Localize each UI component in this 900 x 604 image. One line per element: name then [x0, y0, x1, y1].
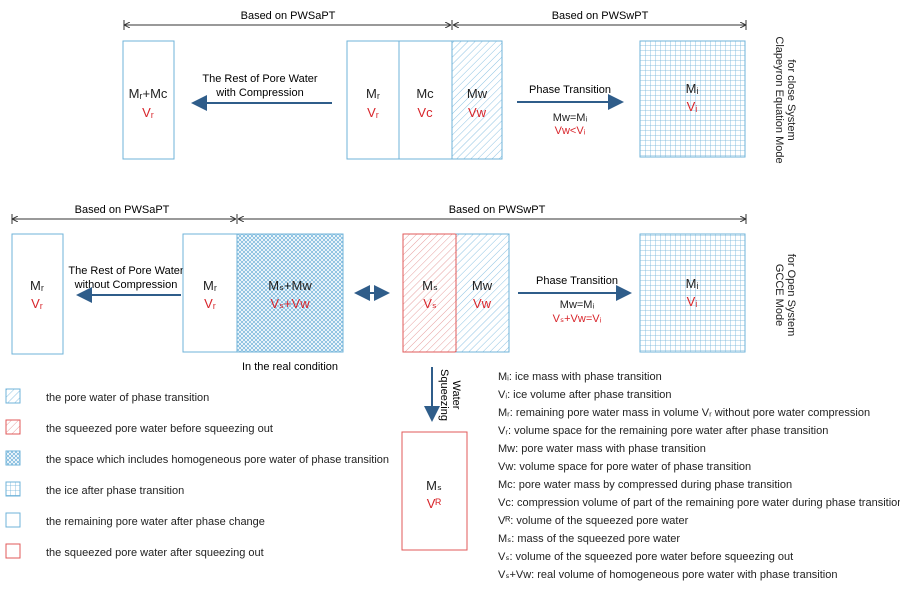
top-rest-label-1: The Rest of Pore Water: [202, 73, 317, 85]
top-range-right-label: Based on PWSwPT: [552, 10, 649, 22]
top-box-w-vol: Vᴡ: [468, 105, 487, 120]
legend: the pore water of phase transition the s…: [5, 388, 389, 559]
bottom-range-left-label: Based on PWSaPT: [75, 204, 170, 216]
bottom-box1-mass: Mᵣ: [30, 278, 44, 293]
squeeze-label-2: Squeezing: [438, 369, 450, 421]
legend-swatch-blue-outline: [5, 512, 21, 528]
bottom-phase-transition-arrow: Phase Transition Mᴡ=Mᵢ Vₛ+Vᴡ=Vᵢ: [518, 275, 632, 325]
bottom-ice-vol: Vᵢ: [687, 294, 698, 309]
top-rest-label-2: with Compression: [215, 87, 303, 99]
bottom-box-r-mass: Mᵣ: [203, 278, 217, 293]
top-box1-mass: Mᵣ+Mᴄ: [129, 86, 168, 101]
definition-0: Mᵢ: ice mass with phase transition: [498, 371, 662, 383]
definition-2: Mᵣ: remaining pore water mass in volume …: [498, 407, 870, 419]
legend-swatch-grid: [5, 481, 21, 497]
top-side-line2: for close System: [785, 59, 797, 140]
top-range-indicators: Based on PWSaPT Based on PWSwPT: [123, 10, 747, 30]
bottom-rest-label-2: without Compression: [74, 279, 178, 291]
bottom-box-sw-vol: Vₛ+Vᴡ: [270, 296, 310, 311]
bottom-side-line2: for Open System: [785, 254, 797, 337]
bottom-box-r-vol: Vᵣ: [204, 296, 216, 311]
top-box-w-mass: Mᴡ: [467, 86, 488, 101]
definition-5: Vᴡ: volume space for pore water of phase…: [498, 461, 751, 473]
legend-text-1: the squeezed pore water before squeezing…: [46, 423, 273, 435]
bottom-box-w-mass: Mᴡ: [472, 278, 493, 293]
bottom-range-indicators: Based on PWSaPT Based on PWSwPT: [11, 204, 747, 224]
bottom-box-s-vol: Vₛ: [423, 296, 437, 311]
bottom-box-s-mass: Mₛ: [422, 278, 438, 293]
definition-7: Vᴄ: compression volume of part of the re…: [498, 497, 900, 509]
squeeze-label-1: Water: [450, 381, 462, 410]
definition-9: Mₛ: mass of the squeezed pore water: [498, 533, 680, 545]
legend-swatch-red-outline: [5, 543, 21, 559]
water-squeezing-arrow: Water Squeezing: [424, 367, 462, 422]
bottom-eq1: Mᴡ=Mᵢ: [560, 299, 595, 311]
top-arrow-rest-compression: The Rest of Pore Water with Compression: [191, 73, 332, 111]
bottom-real-condition-label: In the real condition: [242, 361, 338, 373]
legend-text-5: the squeezed pore water after squeezing …: [46, 547, 264, 559]
bottom-box1-vol: Vᵣ: [31, 296, 43, 311]
top-ice-box: Mᵢ Vᵢ: [639, 40, 746, 158]
definition-3: Vᵣ: volume space for the remaining pore …: [498, 425, 828, 437]
top-phase-transition-arrow: Phase Transition Mᴡ=Mᵢ Vᴡ<Vᵢ: [517, 84, 624, 137]
bottom-phase-label: Phase Transition: [536, 275, 618, 287]
top-pore-water-column: Mᵣ Vᵣ Mᴄ Vᴄ Mᴡ Vᴡ: [346, 40, 503, 160]
bottom-eq2: Vₛ+Vᴡ=Vᵢ: [553, 313, 602, 325]
top-box-r-vol: Vᵣ: [367, 105, 379, 120]
bottom-box-w-vol: Vᴡ: [473, 296, 492, 311]
top-side-title: Clapeyron Equation Mode for close System: [773, 36, 797, 163]
top-eq2: Vᴡ<Vᵢ: [555, 125, 586, 137]
squeezed-water-box: Mₛ Vᴿ: [401, 431, 468, 551]
bottom-ice-box: Mᵢ Vᵢ: [639, 233, 746, 353]
definition-11: Vₛ+Vᴡ: real volume of homogeneous pore w…: [498, 569, 838, 581]
squeezed-mass: Mₛ: [426, 478, 442, 493]
definition-8: Vᴿ: volume of the squeezed pore water: [498, 515, 689, 527]
top-range-left-label: Based on PWSaPT: [241, 10, 336, 22]
bottom-rest-label-1: The Rest of Pore Water: [68, 265, 183, 277]
top-box-c-mass: Mᴄ: [416, 86, 434, 101]
bottom-real-condition-column: Mᵣ Vᵣ Mₛ+Mᴡ Vₛ+Vᴡ In the real condition: [182, 233, 344, 373]
legend-text-0: the pore water of phase transition: [46, 392, 209, 404]
squeezed-vol: Vᴿ: [427, 496, 442, 511]
top-box-c-vol: Vᴄ: [417, 105, 433, 120]
top-box-r-mass: Mᵣ: [366, 86, 380, 101]
definition-10: Vₛ: volume of the squeezed pore water be…: [498, 551, 793, 563]
definition-6: Mᴄ: pore water mass by compressed during…: [498, 479, 792, 491]
definition-1: Vᵢ: ice volume after phase transition: [498, 389, 672, 401]
definition-4: Mᴡ: pore water mass with phase transitio…: [498, 443, 706, 455]
top-phase-label: Phase Transition: [529, 84, 611, 96]
top-box-rest-compressed: Mᵣ+Mᴄ Vᵣ: [122, 40, 175, 160]
top-ice-mass: Mᵢ: [686, 81, 699, 96]
bottom-box-sw-mass: Mₛ+Mᴡ: [268, 278, 312, 293]
top-side-line1: Clapeyron Equation Mode: [773, 36, 785, 163]
legend-text-2: the space which includes homogeneous por…: [46, 454, 389, 466]
legend-text-4: the remaining pore water after phase cha…: [46, 516, 265, 528]
legend-swatch-red-hatch: [5, 419, 21, 435]
bottom-arrow-rest-without-compression: The Rest of Pore Water without Compressi…: [68, 265, 184, 303]
legend-swatch-cross: [5, 450, 21, 466]
bottom-squeezed-column: Mₛ Vₛ Mᴡ Vᴡ: [402, 233, 510, 353]
top-eq1: Mᴡ=Mᵢ: [553, 112, 588, 124]
bottom-side-title: GCCE Mode for Open System: [773, 254, 797, 337]
bottom-side-line1: GCCE Mode: [773, 264, 785, 326]
legend-swatch-hatch: [5, 388, 21, 404]
legend-text-3: the ice after phase transition: [46, 485, 184, 497]
bottom-ice-mass: Mᵢ: [686, 276, 699, 291]
top-ice-vol: Vᵢ: [687, 99, 698, 114]
bottom-box-rest: Mᵣ Vᵣ: [11, 233, 64, 355]
definitions-list: Mᵢ: ice mass with phase transition Vᵢ: i…: [498, 371, 900, 581]
bottom-range-right-label: Based on PWSwPT: [449, 204, 546, 216]
top-box1-vol: Vᵣ: [142, 105, 154, 120]
